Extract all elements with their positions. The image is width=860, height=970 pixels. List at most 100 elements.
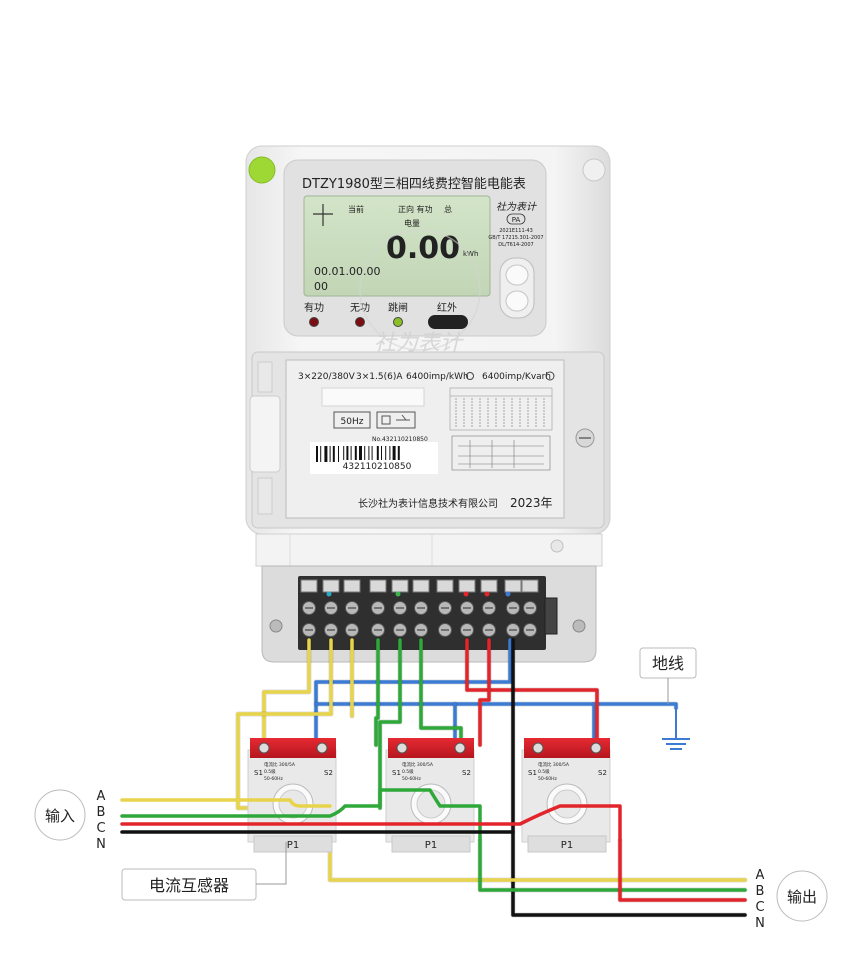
side-clip-left-upper bbox=[257, 361, 273, 393]
output-phase-a: A bbox=[756, 868, 765, 883]
nameplate bbox=[285, 359, 565, 519]
ground-symbol-icon bbox=[662, 706, 690, 750]
ct-p1-label: P1 bbox=[425, 840, 437, 851]
input-phase-c: C bbox=[96, 821, 105, 836]
standard-2: GB/T 17215.301-2007 bbox=[488, 235, 543, 241]
indicator-label-reactive: 无功 bbox=[350, 302, 370, 314]
ct-base bbox=[253, 835, 333, 853]
ct-spec-text: 电流比 300/5A bbox=[402, 761, 434, 768]
phase-b-input bbox=[120, 788, 482, 842]
ct-terminal-s1: S1 bbox=[254, 769, 263, 777]
mount-hole-left-icon bbox=[269, 619, 283, 633]
ct-terminal-cap bbox=[388, 738, 474, 758]
neutral-wire bbox=[511, 638, 747, 917]
terminal-cover-top bbox=[255, 533, 603, 567]
indicator-label-trip: 跳闸 bbox=[388, 301, 408, 314]
barcode-bar bbox=[346, 446, 349, 462]
manufacture-year: 2023年 bbox=[510, 496, 553, 510]
ct-terminal-s1: S1 bbox=[528, 769, 537, 777]
terminal-function-columns bbox=[455, 398, 545, 428]
cover-screw-icon bbox=[550, 539, 564, 553]
barcode-bar bbox=[364, 446, 366, 462]
green-seal-icon bbox=[248, 156, 276, 184]
phase-c-wire-s2 bbox=[465, 638, 599, 747]
ct-s1-screw-icon bbox=[258, 742, 270, 754]
frequency-box bbox=[333, 411, 371, 429]
barcode-number: 432110210850 bbox=[343, 462, 412, 472]
terminal-screws bbox=[300, 579, 558, 637]
terminal-top-screw bbox=[343, 579, 361, 593]
barcode-bar bbox=[338, 446, 339, 462]
input-phase-n: N bbox=[96, 837, 106, 852]
lcd-label-current: 当前 bbox=[348, 204, 364, 214]
ct-spec-text: 50-60Hz bbox=[264, 776, 283, 782]
ct-base bbox=[391, 835, 471, 853]
lcd-screen bbox=[303, 195, 491, 297]
barcode-bar bbox=[385, 446, 387, 462]
wires-front bbox=[120, 788, 622, 842]
terminal-top-screw bbox=[436, 579, 454, 593]
pa-badge-frame bbox=[506, 213, 526, 225]
page-up-button[interactable] bbox=[505, 264, 529, 286]
lcd-label-total: 总 bbox=[444, 204, 452, 214]
barcode-bar bbox=[343, 446, 345, 462]
ct-terminal-s1: S1 bbox=[392, 769, 401, 777]
ct-s2-screw-icon bbox=[454, 742, 466, 754]
terminal-function-table bbox=[449, 387, 553, 431]
terminal-top-screw bbox=[369, 579, 387, 593]
hinge-left bbox=[249, 395, 281, 473]
ct-p1-label: P1 bbox=[561, 840, 573, 851]
phase-b-wire-s1 bbox=[374, 638, 380, 747]
label-blank bbox=[321, 387, 425, 407]
ct-terminal-cap bbox=[524, 738, 610, 758]
ct-terminal-cap bbox=[250, 738, 336, 758]
barcode-bar bbox=[371, 446, 373, 462]
reactive-led-icon bbox=[355, 317, 365, 327]
pulse-led-reactive-icon bbox=[545, 371, 555, 381]
barcode-bar bbox=[359, 446, 362, 462]
lcd-code: 00 bbox=[314, 280, 328, 293]
phase-a-output bbox=[328, 838, 747, 882]
barcode-bar bbox=[381, 446, 382, 462]
indicator-label-active: 有功 bbox=[304, 301, 324, 314]
terminal-marker-dot bbox=[395, 591, 401, 597]
barcode-bar bbox=[397, 446, 400, 462]
pulse-led-active-icon bbox=[466, 372, 474, 380]
wiring-schematic bbox=[451, 435, 551, 471]
output-phase-n: N bbox=[755, 916, 765, 931]
terminal-top-screw bbox=[480, 579, 498, 593]
standard-1: 2021E111-43 bbox=[499, 228, 533, 234]
barcode-bar bbox=[354, 446, 357, 462]
lcd-label-forward-active: 正向 有功 bbox=[398, 204, 433, 214]
ct-s2-screw-icon bbox=[316, 742, 328, 754]
input-label-circle bbox=[34, 789, 86, 841]
manufacturer: 长沙社为表计信息技术有限公司 bbox=[358, 497, 498, 510]
output-label: 输出 bbox=[787, 888, 817, 906]
terminal-top-screw bbox=[504, 579, 522, 593]
page-down-button[interactable] bbox=[505, 290, 529, 312]
double-insulation-icon bbox=[376, 411, 416, 429]
ct-spec-text: 0.5级 bbox=[538, 768, 550, 775]
ct-spec-text: 50-60Hz bbox=[402, 776, 421, 782]
ground-label: 地线 bbox=[652, 654, 684, 673]
ct-label: 电流互感器 bbox=[149, 876, 229, 895]
input-label-group: 输入 A B C N bbox=[34, 789, 106, 852]
spec-const-reactive: 6400imp/Kvarh bbox=[482, 372, 551, 382]
barcode-bar bbox=[332, 446, 335, 462]
terminal-top-screw bbox=[412, 579, 430, 593]
barcode-bar bbox=[392, 446, 396, 462]
terminal-top-screw bbox=[521, 579, 539, 593]
ct-terminal-s2: S2 bbox=[324, 769, 333, 777]
output-label-group: 输出 A B C N bbox=[755, 868, 828, 931]
side-clip-left-lower bbox=[257, 477, 273, 515]
lcd-label-energy: 电量 bbox=[404, 218, 420, 228]
spec-current: 3×1.5(6)A bbox=[356, 372, 403, 382]
aux-terminal bbox=[544, 597, 558, 635]
ct-terminal-s2: S2 bbox=[462, 769, 471, 777]
standard-3: DL/T614-2007 bbox=[498, 242, 533, 248]
ct-spec-text: 电流比 300/5A bbox=[264, 761, 296, 768]
phase-b-output bbox=[478, 838, 747, 892]
seal-screw-icon bbox=[582, 158, 606, 182]
